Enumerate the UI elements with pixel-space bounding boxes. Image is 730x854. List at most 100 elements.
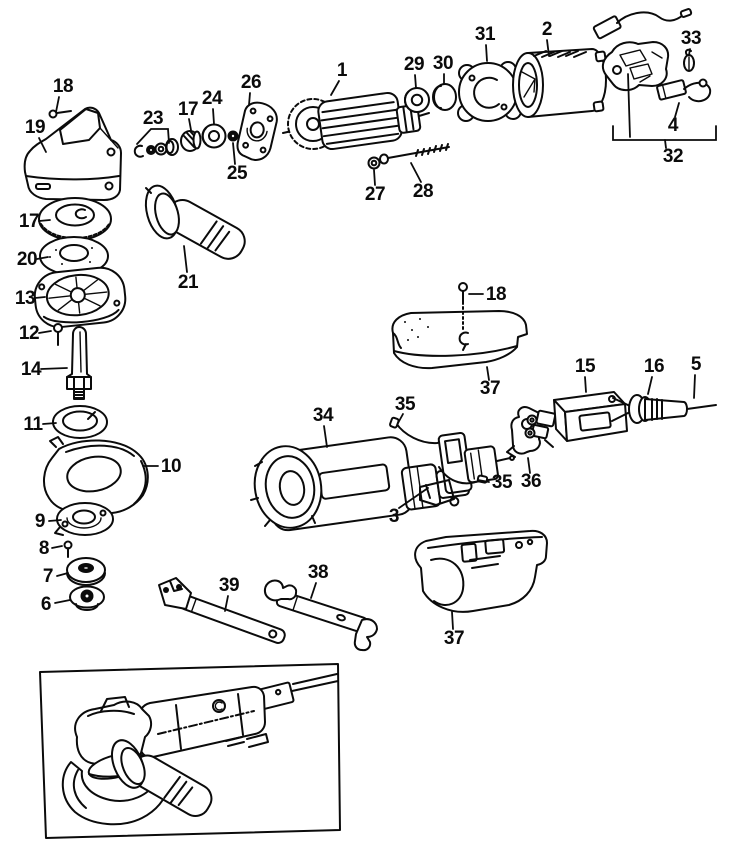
leader-line-27 <box>373 169 376 186</box>
leader-line-5 <box>693 374 696 399</box>
part-18-screw-cover <box>458 282 468 331</box>
part-label-21: 21 <box>178 272 199 293</box>
part-4-carbon-brush <box>656 78 712 103</box>
part-label-17: 17 <box>19 211 39 232</box>
leader-line-37 <box>451 611 454 630</box>
part-label-31: 31 <box>475 24 496 45</box>
part-37-top-cover <box>391 310 528 370</box>
leader-line-3 <box>398 487 429 509</box>
leader-line-36 <box>527 457 531 474</box>
part-10-wheel-guard <box>43 436 149 515</box>
part-9-flange <box>54 502 114 536</box>
part-27-nut <box>367 156 381 170</box>
part-label-7: 7 <box>43 566 53 587</box>
leader-line-9 <box>48 519 62 522</box>
leader-line-13 <box>34 296 46 299</box>
part-label-6: 6 <box>41 594 51 615</box>
bracket-23 <box>136 128 170 145</box>
leader-lines <box>34 39 717 630</box>
leader-line-18 <box>55 96 60 113</box>
part-label-35: 35 <box>395 394 416 415</box>
part-label-16: 16 <box>644 356 664 377</box>
part-6-clamp-nut <box>69 585 105 611</box>
leader-line-25 <box>232 142 236 165</box>
leader-line-29 <box>414 74 417 89</box>
leader-line-16 <box>647 376 653 395</box>
leader-line-35 <box>477 479 490 483</box>
part-18-screw-top <box>48 109 72 119</box>
part-label-17: 17 <box>178 99 198 120</box>
leader-line-31 <box>485 44 488 62</box>
part-label-4: 4 <box>668 115 679 136</box>
leader-line-35 <box>397 413 404 424</box>
leader-line-34 <box>323 425 328 448</box>
part-label-26: 26 <box>241 72 261 93</box>
part-label-12: 12 <box>19 323 39 344</box>
part-38-open-wrench <box>263 579 378 652</box>
part-14-spindle <box>66 326 92 400</box>
part-label-20: 20 <box>17 249 37 270</box>
part-12-screw <box>53 323 63 346</box>
part-30-ring <box>432 83 457 111</box>
leader-line-19 <box>38 137 47 153</box>
part-16-cord-guard <box>611 394 688 424</box>
part-11-lock-washer <box>52 405 108 439</box>
part-label-32: 32 <box>663 146 683 167</box>
part-label-9: 9 <box>35 511 45 532</box>
part-39-pin-spanner <box>158 577 286 644</box>
part-13-fan-plate <box>33 266 127 329</box>
assembled-grinder-figure <box>39 663 341 839</box>
part-25-ring <box>227 130 239 142</box>
leader-line-15 <box>584 376 587 393</box>
part-17-gear <box>38 197 112 241</box>
leader-line-26 <box>248 92 251 106</box>
part-label-23: 23 <box>143 108 163 129</box>
part-label-29: 29 <box>404 54 424 75</box>
part-31-baffle <box>457 61 522 122</box>
leader-line-6 <box>54 599 71 604</box>
part-label-10: 10 <box>161 456 181 477</box>
leader-line-17 <box>38 219 51 222</box>
part-34-motor-housing <box>250 436 470 532</box>
part-20-washer <box>39 236 109 276</box>
leader-line-11 <box>42 422 57 425</box>
part-label-28: 28 <box>413 181 433 202</box>
part-15-switch <box>524 391 628 448</box>
part-2-field <box>512 48 607 118</box>
part-label-11: 11 <box>23 414 43 435</box>
part-32-brush-holder-assembly <box>592 8 693 92</box>
part-5-cord <box>686 404 717 410</box>
leader-line-21 <box>183 245 188 273</box>
part-label-13: 13 <box>15 288 35 309</box>
part-label-3: 3 <box>389 506 399 527</box>
leader-line-28 <box>410 162 422 183</box>
part-23-washer-set <box>133 138 179 158</box>
part-label-24: 24 <box>202 88 223 109</box>
part-24-bearing <box>201 123 227 149</box>
leader-line-12 <box>38 330 52 334</box>
part-label-8: 8 <box>39 538 49 559</box>
part-label-2: 2 <box>542 19 552 40</box>
bracket-32 <box>627 73 631 138</box>
part-label-27: 27 <box>365 184 385 205</box>
part-label-37: 37 <box>480 378 500 399</box>
part-label-19: 19 <box>25 117 45 138</box>
leader-line-14 <box>40 367 68 370</box>
leader-line-39 <box>224 595 229 612</box>
part-label-5: 5 <box>691 354 702 375</box>
part-21-side-handle <box>144 184 246 260</box>
part-8-screw <box>63 540 73 558</box>
leader-line-33 <box>688 48 691 56</box>
part-17-pinion <box>180 130 202 152</box>
part-label-35: 35 <box>492 472 513 493</box>
part-label-25: 25 <box>227 163 248 184</box>
part-label-39: 39 <box>219 575 239 596</box>
part-label-15: 15 <box>575 356 596 377</box>
leader-line-24 <box>212 108 215 125</box>
part-label-14: 14 <box>21 359 42 380</box>
part-19-gear-housing <box>23 106 122 201</box>
part-label-38: 38 <box>308 562 328 583</box>
